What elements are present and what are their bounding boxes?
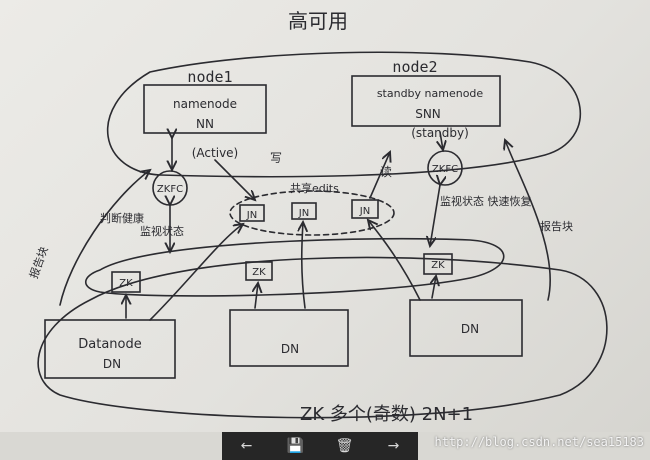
node2-abbr: SNN [415, 107, 441, 121]
node1-box [143, 84, 267, 134]
jn-box-2 [291, 202, 317, 220]
zkfc-right-label: ZKFC [432, 164, 458, 175]
delete-icon[interactable]: 🗑 [335, 438, 354, 454]
journal-ellipse [229, 190, 395, 236]
zk-3-label: ZK [431, 260, 445, 271]
monitor-state-label: 监视状态 [140, 224, 184, 238]
write-label: 写 [270, 151, 282, 165]
shared-edits-label: 共享edits [290, 181, 339, 195]
node1-state: (Active) [192, 146, 238, 160]
node1-header: node1 [187, 68, 232, 86]
datanode-box-3 [409, 299, 523, 357]
blog-watermark: http://blog.csdn.net/sea15183 [434, 435, 644, 449]
ha-diagram: 高可用 node1 namenode NN (Active) node2 sta… [26, 9, 608, 425]
jn-box-3 [351, 199, 379, 219]
node2-box [351, 75, 501, 127]
image-viewer-toolbar: ← 💾 🗑 → [222, 432, 418, 460]
jn-box-1 [239, 204, 265, 222]
node2-header: node2 [392, 58, 437, 76]
monitor-recover-label: 监视状态 快速恢复 [440, 194, 532, 208]
report-block-left-label: 报告块 [26, 245, 50, 281]
report-block-right-label: 报告块 [540, 219, 573, 233]
datanode-box-2 [229, 309, 349, 367]
jn-2-label: JN [298, 208, 309, 219]
save-icon[interactable]: 💾 [286, 438, 305, 454]
zk-box-1 [111, 271, 141, 293]
datanode-3-label: DN [461, 322, 479, 336]
read-label: 读 [380, 165, 392, 179]
zk-ellipse [84, 237, 505, 297]
jn-3-label: JN [359, 206, 370, 217]
datanode-1-name: Datanode [78, 337, 141, 352]
prev-arrow-icon[interactable]: ← [240, 438, 253, 454]
footer-note: ZK 多个(奇数) 2N+1 [300, 404, 473, 425]
diagram-title: 高可用 [288, 9, 348, 33]
datanode-2-label: DN [281, 342, 299, 356]
zkfc-left-label: ZKFC [157, 184, 183, 195]
datanode-box-1 [44, 319, 176, 379]
judge-health-label: 判断健康 [100, 211, 144, 225]
node2-role: standby namenode [377, 87, 484, 100]
node1-role: namenode [173, 97, 237, 111]
zk-2-label: ZK [252, 267, 266, 278]
node1-abbr: NN [196, 117, 214, 131]
jn-1-label: JN [246, 210, 257, 221]
datanode-ellipse [37, 256, 608, 419]
paper-background [0, 0, 650, 432]
zk-1-label: ZK [119, 278, 133, 289]
next-arrow-icon[interactable]: → [387, 438, 400, 454]
namenode-ellipse [106, 51, 582, 178]
datanode-1-abbr: DN [103, 357, 121, 371]
